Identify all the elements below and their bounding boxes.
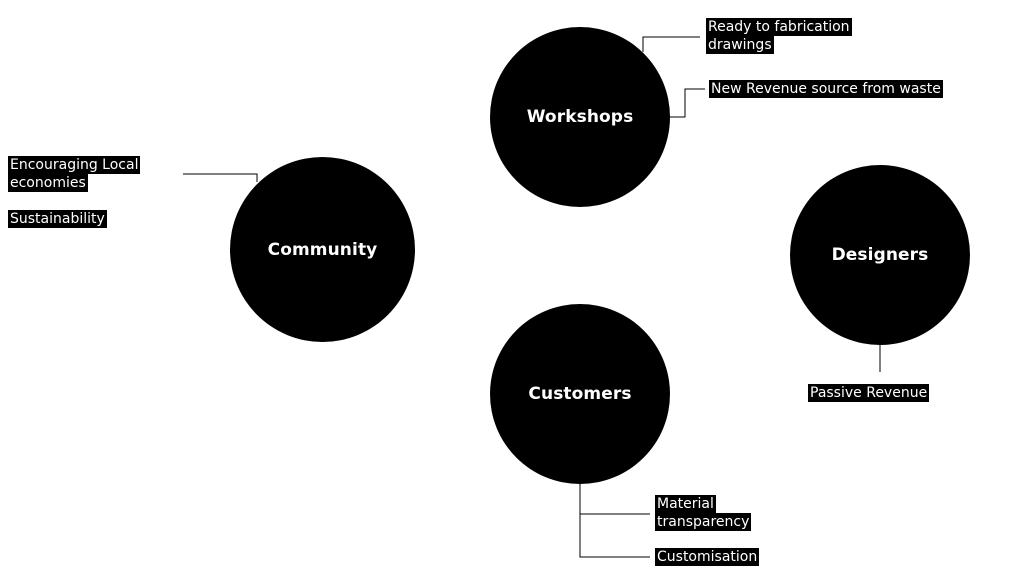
connector-community-local bbox=[183, 173, 258, 182]
node-community-label: Community bbox=[267, 239, 378, 260]
node-designers: Designers bbox=[790, 165, 970, 345]
label-local-economies: Encouraging Local economies bbox=[8, 156, 141, 192]
label-customisation: Customisation bbox=[655, 548, 760, 566]
label-new-revenue-text: New Revenue source from waste bbox=[709, 80, 943, 98]
label-customisation-text: Customisation bbox=[655, 548, 760, 566]
label-passive-revenue-text: Passive Revenue bbox=[808, 384, 930, 402]
label-sustainability-text: Sustainability bbox=[8, 210, 107, 228]
label-fabrication-line-1: Ready to fabrication bbox=[706, 18, 852, 36]
node-workshops-label: Workshops bbox=[526, 107, 634, 127]
label-fabrication-line-2: drawings bbox=[706, 36, 774, 54]
connector-customers-main bbox=[579, 484, 650, 558]
label-fabrication-drawings: Ready to fabrication drawings bbox=[706, 18, 852, 54]
node-customers: Customers bbox=[490, 304, 670, 484]
label-new-revenue: New Revenue source from waste bbox=[709, 80, 943, 98]
connector-workshops-revenue bbox=[670, 88, 705, 118]
label-material-transparency: Material transparency bbox=[655, 495, 752, 531]
node-workshops: Workshops bbox=[490, 27, 670, 207]
label-material-line-1: Material bbox=[655, 495, 716, 513]
node-designers-label: Designers bbox=[831, 245, 929, 265]
label-passive-revenue: Passive Revenue bbox=[808, 384, 930, 402]
label-local-line-2: economies bbox=[8, 174, 88, 192]
node-customers-label: Customers bbox=[528, 384, 632, 404]
label-sustainability: Sustainability bbox=[8, 210, 107, 228]
connector-workshops-fabrication bbox=[642, 36, 700, 52]
label-material-line-2: transparency bbox=[655, 513, 752, 531]
node-community: Community bbox=[230, 157, 415, 342]
label-local-line-1: Encouraging Local bbox=[8, 156, 141, 174]
